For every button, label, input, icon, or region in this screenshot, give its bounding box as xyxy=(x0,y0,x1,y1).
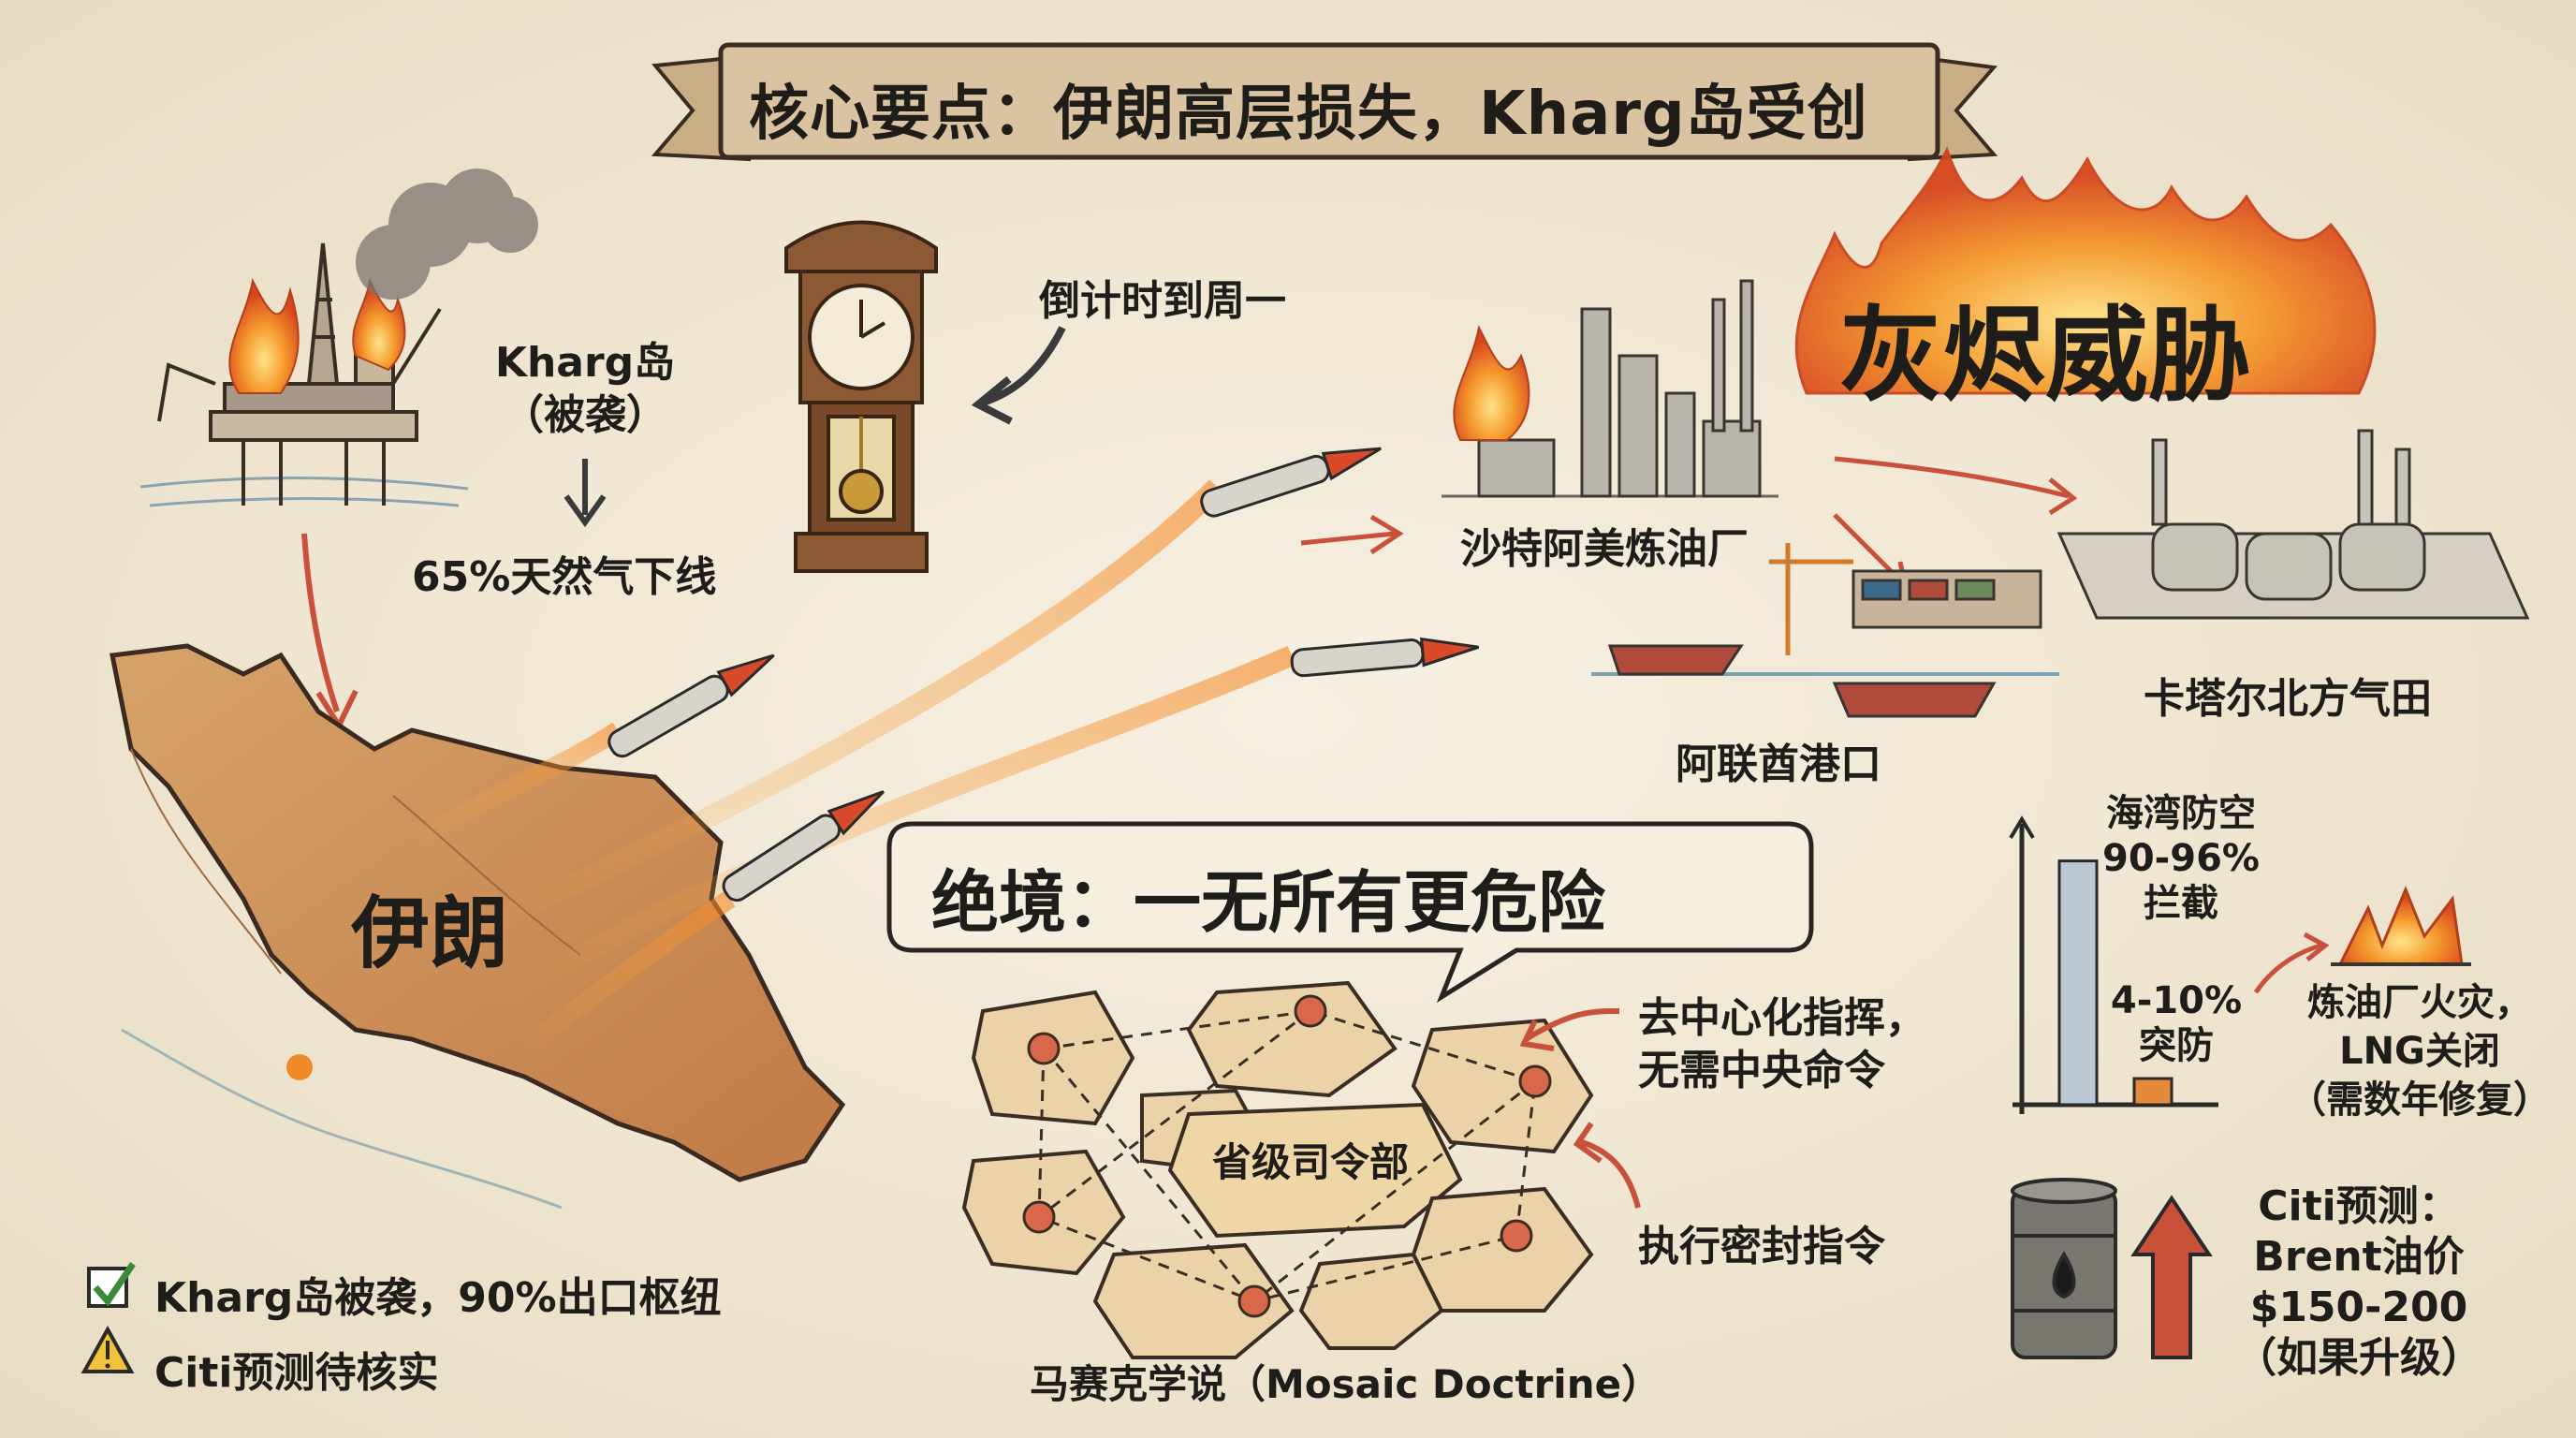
arrow-to-qatar xyxy=(1834,456,2070,499)
kharg-label-line1: Kharg岛 xyxy=(494,339,676,387)
refinery-effect-line2: LNG关闭 xyxy=(2339,1030,2500,1073)
intercept-label: 海湾防空 90-96% 拦截 xyxy=(2050,791,2312,926)
penetrate-label-line2: 突防 xyxy=(2139,1024,2214,1067)
refinery-effect-label: 炼油厂火灾， LNG关闭 （需数年修复） xyxy=(2284,978,2555,1124)
refinery-fire xyxy=(1453,324,1530,441)
refinery-effect-line3: （需数年修复） xyxy=(2289,1078,2551,1122)
gas-offline-label: 65%天然气下线 xyxy=(412,553,717,601)
despair-text: 绝境：一无所有更危险 xyxy=(931,863,1606,942)
uae-port-illustration xyxy=(1591,543,2059,718)
saudi-refinery-illustration xyxy=(1442,279,1778,498)
bar-intercept xyxy=(2057,859,2099,1107)
saudi-refinery-label: 沙特阿美炼油厂 xyxy=(1460,525,1749,573)
intercept-label-line3: 拦截 xyxy=(2144,882,2218,925)
countdown-arrow xyxy=(981,326,1066,406)
warning-icon xyxy=(80,1325,135,1373)
status-warn-text: Citi预测待核实 xyxy=(154,1349,439,1397)
iran-label: 伊朗 xyxy=(351,888,509,979)
oil-rig-fire xyxy=(228,277,406,394)
arrow-to-fire xyxy=(2253,943,2322,994)
headline-title: 灰烬威胁 xyxy=(1839,296,2251,416)
mosaic-note-2: 执行密封指令 xyxy=(1638,1223,1885,1270)
banner-scroll xyxy=(651,42,1998,162)
refinery-effect-line1: 炼油厂火灾， xyxy=(2307,981,2532,1024)
rig-to-iran-arrow xyxy=(301,533,340,712)
headline-flames xyxy=(1794,146,2377,395)
oil-barrel-icon xyxy=(2011,1178,2117,1359)
iran-map-illustration xyxy=(110,643,846,1210)
explosion-icon xyxy=(2337,886,2464,966)
penetrate-label: 4-10% 突防 xyxy=(2097,978,2256,1068)
up-arrow-icon xyxy=(2130,1195,2213,1359)
missile-1 xyxy=(1200,447,1382,518)
rig-down-arrow xyxy=(564,459,607,528)
banner-title: 核心要点：伊朗高层损失，Kharg岛受创 xyxy=(749,80,1868,149)
mosaic-arrow-2 xyxy=(1581,1139,1641,1209)
status-check-text: Kharg岛被袭，90%出口枢纽 xyxy=(154,1274,722,1322)
mosaic-note-1: 去中心化指挥， 无需中央命令 xyxy=(1638,992,1926,1097)
air-defense-chart xyxy=(2009,815,2218,1114)
oil-rig-smoke xyxy=(356,169,538,300)
missile-4 xyxy=(722,790,885,902)
citi-line3: $150-200 xyxy=(2249,1284,2468,1331)
uae-port-label: 阿联酋港口 xyxy=(1676,741,1881,788)
grandfather-clock-illustration xyxy=(784,220,938,573)
oil-rig-illustration xyxy=(139,242,469,507)
mosaic-arrow-1 xyxy=(1524,1008,1620,1042)
mosaic-caption: 马赛克学说（Mosaic Doctrine） xyxy=(1030,1361,1661,1407)
missile-arrow-saudi xyxy=(1300,514,1404,555)
missile-2 xyxy=(1290,637,1480,678)
despair-speech-bubble xyxy=(886,821,1814,1004)
missile-trails xyxy=(406,479,1296,1056)
kharg-label: Kharg岛 （被袭） xyxy=(487,337,683,442)
check-icon xyxy=(87,1262,136,1308)
countdown-label: 倒计时到周一 xyxy=(1039,277,1286,325)
qatar-field-label: 卡塔尔北方气田 xyxy=(2144,675,2432,723)
citi-line2: Brent油价 xyxy=(2253,1233,2465,1281)
mosaic-center-label: 省级司令部 xyxy=(1212,1139,1410,1185)
intercept-label-line1: 海湾防空 xyxy=(2106,792,2256,835)
mosaic-nodes xyxy=(1022,994,1552,1318)
citi-line1: Citi预测： xyxy=(2258,1182,2460,1230)
citi-forecast-label: Citi预测： Brent油价 $150-200 （如果升级） xyxy=(2223,1181,2495,1384)
intercept-label-line2: 90-96% xyxy=(2101,837,2260,880)
mosaic-note-1-line1: 去中心化指挥， xyxy=(1638,994,1926,1042)
qatar-gas-field-illustration xyxy=(2056,429,2530,620)
bar-penetrate xyxy=(2132,1077,2174,1107)
missile-3 xyxy=(607,653,775,758)
penetrate-label-line1: 4-10% xyxy=(2110,979,2243,1022)
kharg-label-line2: （被袭） xyxy=(503,391,667,439)
citi-line4: （如果升级） xyxy=(2235,1334,2482,1382)
mosaic-note-1-line2: 无需中央命令 xyxy=(1638,1047,1885,1094)
